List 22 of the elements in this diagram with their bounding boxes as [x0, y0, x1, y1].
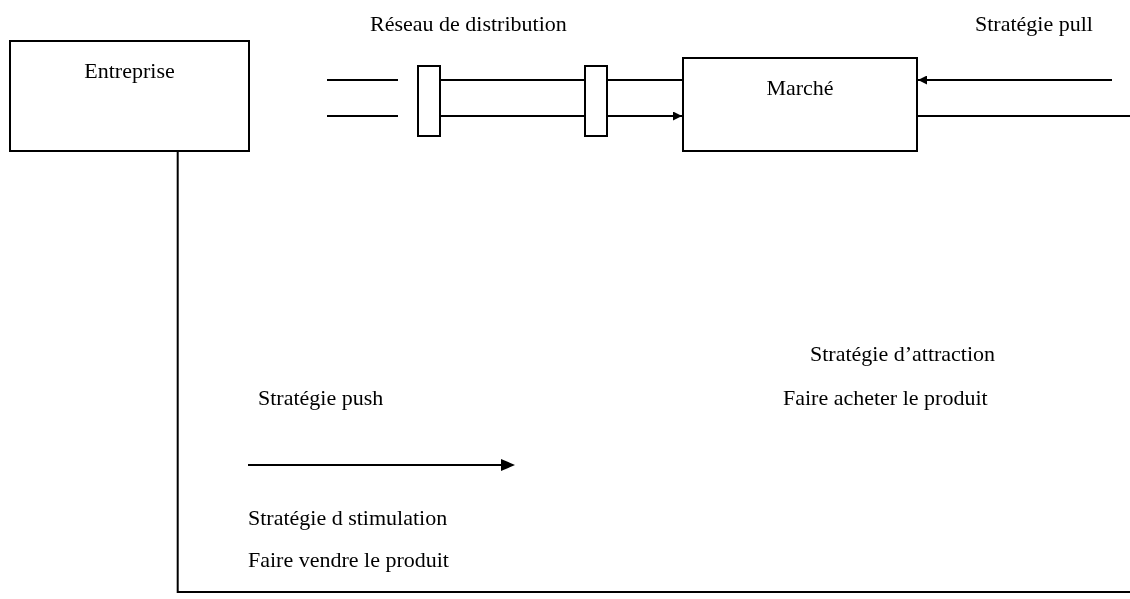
node-label: Entreprise	[84, 57, 175, 85]
text-label: Stratégie push	[258, 384, 384, 412]
channel-box	[417, 65, 441, 137]
connector-line	[326, 79, 399, 81]
process-box	[682, 57, 918, 152]
connector-line	[917, 115, 1130, 117]
connector-line	[607, 111, 683, 121]
connector-line	[440, 115, 585, 117]
text-label: Faire vendre le produit	[248, 546, 449, 574]
process-box	[9, 40, 250, 152]
text-label: Stratégie d stimulation	[248, 504, 448, 532]
text-label: Stratégie d’attraction	[810, 340, 996, 368]
connector-line	[176, 151, 1130, 593]
text-label: Faire acheter le produit	[783, 384, 988, 412]
connector-line	[917, 75, 1113, 85]
text-label: Réseau de distribution	[370, 10, 567, 38]
connector-line	[607, 79, 683, 81]
text-label: Stratégie pull	[975, 10, 1093, 38]
connector-line	[326, 115, 399, 117]
connector-line	[440, 79, 585, 81]
node-label: Marché	[766, 74, 834, 102]
channel-box	[584, 65, 608, 137]
